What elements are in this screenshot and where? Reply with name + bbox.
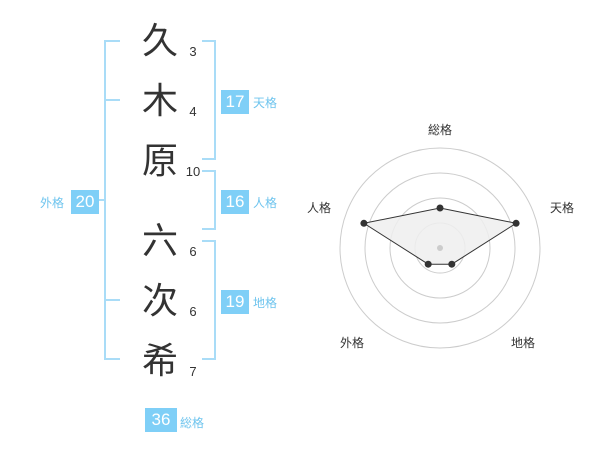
- radar-point-4: [360, 219, 368, 227]
- radar-point-1: [512, 219, 520, 227]
- radar-data-polygon: [362, 207, 518, 265]
- tenkaku-badge: 17: [221, 90, 249, 114]
- chikaku-label: 地格: [253, 296, 278, 310]
- radar-ring-2: [389, 197, 491, 299]
- stroke-count-3: 10: [185, 164, 201, 179]
- soukaku-label: 総格: [180, 416, 205, 430]
- gaikaku-label: 外格: [40, 196, 65, 210]
- name-char-4: 六: [141, 221, 178, 262]
- gaikaku-badge: 20: [71, 190, 99, 214]
- chikaku-bracket: [202, 240, 216, 360]
- tenkaku-bracket: [202, 40, 216, 160]
- name-char-3: 原: [141, 141, 178, 182]
- name-char-5: 次: [141, 281, 178, 322]
- radar-ring-3: [364, 172, 516, 324]
- radar-ring-4: [339, 147, 541, 349]
- radar-axis-label-soukaku: 総格: [428, 123, 453, 137]
- stroke-count-4: 6: [189, 244, 197, 259]
- radar-point-0: [436, 204, 444, 212]
- gaikaku-bracket-arm: [98, 199, 106, 201]
- radar-center-dot: [437, 245, 443, 251]
- stroke-count-6: 7: [189, 364, 197, 379]
- jinkaku-bracket: [202, 170, 216, 230]
- stroke-count-1: 3: [189, 44, 197, 59]
- gaikaku-bracket-tick-1: [104, 99, 120, 101]
- stroke-count-2: 4: [189, 104, 197, 119]
- chikaku-badge: 19: [221, 290, 249, 314]
- radar-point-3: [424, 260, 432, 268]
- tenkaku-label: 天格: [253, 96, 278, 110]
- jinkaku-label: 人格: [253, 196, 278, 210]
- radar-axis-label-chikaku: 地格: [511, 336, 536, 350]
- gaikaku-bracket-tick-2: [104, 299, 120, 301]
- radar-axis-label-jinkaku: 人格: [307, 201, 332, 215]
- name-char-2: 木: [141, 81, 178, 122]
- radar-axis-label-gaikaku: 外格: [340, 336, 365, 350]
- soukaku-badge: 36: [145, 408, 177, 432]
- radar-point-2: [448, 260, 456, 268]
- jinkaku-badge: 16: [221, 190, 249, 214]
- name-char-1: 久: [141, 21, 178, 62]
- name-char-6: 希: [141, 341, 178, 382]
- radar-axis-label-tenkaku: 天格: [550, 201, 575, 215]
- stroke-count-5: 6: [189, 304, 197, 319]
